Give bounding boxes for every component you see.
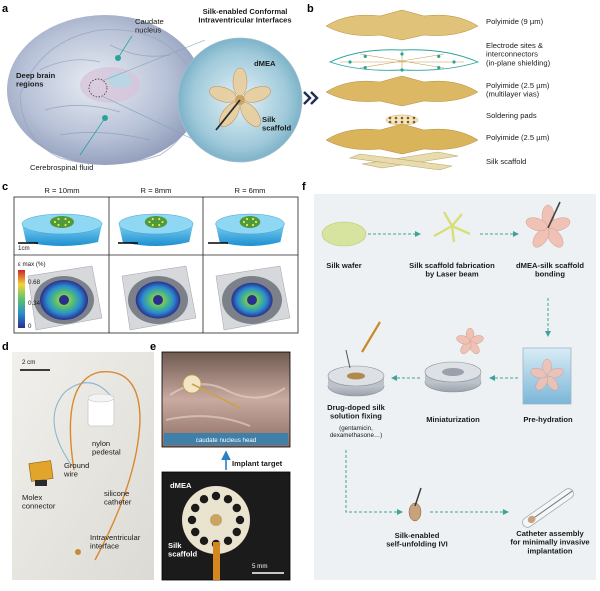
layer-label-3: Soldering pads (486, 111, 537, 120)
electrode-dot (232, 527, 241, 537)
electrode-dot (223, 536, 233, 545)
cup-model-2 (215, 213, 285, 246)
step-miniaturization: Miniaturization (426, 415, 480, 424)
ventricle-illustration (80, 67, 140, 103)
arrow-6 (345, 450, 403, 515)
layer-3: Soldering pads (385, 111, 537, 126)
panel-b: b Polyimide (9 µm) Electrode sites &inter… (307, 3, 551, 171)
electrode-dot (223, 495, 233, 504)
c-scale-label: 1cm (18, 245, 30, 252)
electrode-dot (187, 515, 197, 525)
caudate-photo (161, 351, 291, 448)
chevron-icon (303, 91, 319, 105)
layer-label-0: Polyimide (9 µm) (486, 17, 544, 26)
electrode-dot (232, 503, 241, 513)
electrode-dot (199, 495, 209, 504)
layer-1: Electrode sites &interconnectors(in-plan… (328, 41, 551, 72)
pipette-icon (361, 321, 381, 353)
strain-map-0 (27, 265, 103, 331)
layer-4: Polyimide (2.5 µm) (325, 123, 550, 155)
radius-label-0: R = 10mm (44, 186, 79, 195)
strain-map-2 (215, 265, 291, 331)
panel-a-letter: a (2, 3, 9, 15)
layer-2: Polyimide (2.5 µm)(multilayer vias) (325, 75, 550, 107)
colorbar-tick-max: 0.68 (28, 279, 41, 286)
colorbar (18, 270, 25, 328)
unfolding-illustration (408, 487, 422, 522)
colorbar-title: ε max (%) (18, 261, 46, 268)
laser-scaffold-illustration (433, 211, 471, 243)
layer-label-1: Electrode sites &interconnectors(in-plan… (486, 41, 551, 67)
layer-label-2: Polyimide (2.5 µm)(multilayer vias) (486, 81, 550, 99)
panel-f: f (302, 181, 596, 580)
csf-label: Cerebrospinal fluid (30, 163, 93, 172)
layer-label-5: Silk scaffold (486, 157, 526, 166)
layer-5: Silk scaffold (348, 151, 526, 171)
panel-c: c R = 10mm R = 8mm R = 6mm 1cm ε max (%) 0… (2, 181, 299, 334)
layer-label-4: Polyimide (2.5 µm) (486, 133, 550, 142)
e-scale-label: 5 mm (252, 563, 267, 570)
strain-map-1 (121, 265, 197, 331)
radius-label-1: R = 8mm (140, 186, 171, 195)
dmea-label: dMEA (254, 59, 276, 68)
caudate-head-label: caudate nucleus head (196, 437, 257, 444)
caudate-head-banner (164, 433, 288, 445)
radius-label-2: R = 6mm (234, 186, 265, 195)
panel-e: e caudate nucleus head Implant target dM… (150, 341, 291, 581)
cable-illustration (69, 371, 141, 561)
colorbar-tick-mid: 0.34 (28, 300, 41, 307)
interface-tip-shape (75, 549, 81, 555)
dmea-flower (209, 67, 271, 131)
beaker-illustration (522, 347, 572, 405)
panel-c-letter: c (2, 181, 8, 193)
cup-model-1 (118, 213, 194, 246)
panel-d-letter: d (2, 341, 9, 353)
panel-f-letter: f (302, 181, 306, 193)
electrode-dot (199, 536, 209, 545)
d-scale-label: 2 cm (22, 359, 35, 366)
layer-0: Polyimide (9 µm) (325, 9, 544, 41)
molex-connector-shape (28, 460, 54, 482)
electrode-dot (191, 527, 200, 537)
step-pre-hydration: Pre-hydration (523, 415, 573, 424)
panel-b-letter: b (307, 3, 314, 15)
electrode-dot (191, 503, 200, 513)
electrode-dot (211, 491, 221, 501)
bonding-flower-illustration (525, 201, 571, 248)
electrode-dot (235, 515, 245, 525)
drug-note: (gentamicin,dexamethasone…) (330, 425, 382, 439)
cup-model-0 (21, 213, 103, 246)
catheter-illustration (522, 488, 574, 528)
e-dmea-label: dMEA (170, 481, 192, 490)
colorbar-tick-min: 0 (28, 323, 32, 330)
step-silk-wafer: Silk wafer (326, 261, 361, 270)
silk-wafer-illustration (321, 221, 367, 247)
panel-e-letter: e (150, 341, 156, 353)
implant-target-label: Implant target (232, 459, 283, 468)
